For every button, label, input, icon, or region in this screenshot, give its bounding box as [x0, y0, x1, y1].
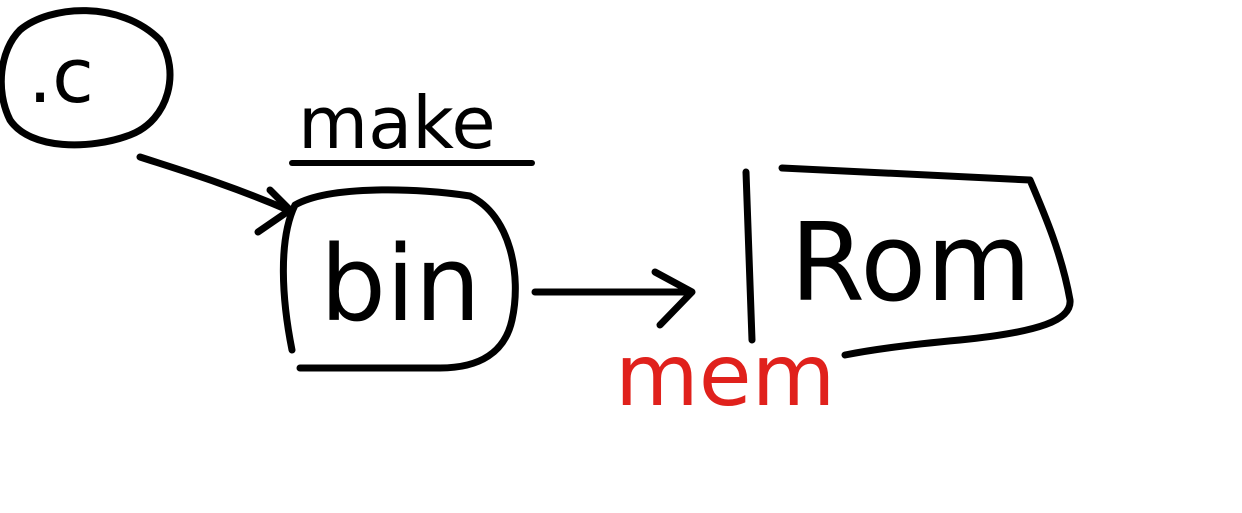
binary-node-label: bin — [320, 223, 481, 345]
source-node: .c — [0, 7, 174, 149]
binary-to-storage-arrow — [531, 268, 696, 329]
build-step-label-group: make — [289, 81, 535, 166]
source-node-outline — [0, 7, 174, 149]
storage-node-label: Rom — [790, 201, 1031, 326]
memory-annotation: mem — [615, 326, 835, 426]
arrow-shaft — [136, 153, 292, 214]
source-to-binary-arrow — [136, 153, 294, 236]
binary-node-outline — [279, 186, 519, 372]
storage-node-left-edge — [742, 168, 756, 344]
storage-node-outline — [778, 164, 1074, 359]
storage-node: Rom — [742, 164, 1074, 359]
arrow-head — [651, 268, 696, 329]
build-step-label: make — [298, 81, 496, 165]
binary-node: bin — [279, 186, 519, 372]
source-node-label: .c — [28, 31, 94, 120]
